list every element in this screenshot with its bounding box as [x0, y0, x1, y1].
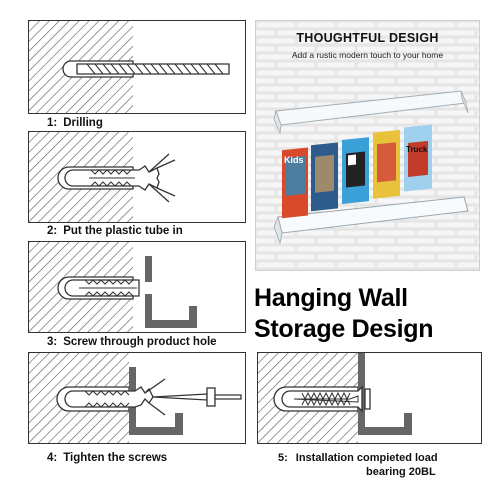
- headline: Hanging Wall Storage Design: [254, 283, 494, 345]
- step-3-panel: [28, 241, 246, 333]
- step-number: 5:: [278, 452, 288, 464]
- step-1-panel: [28, 20, 246, 114]
- drilling-illustration: [29, 21, 230, 113]
- magazine-label-kids: Kids: [284, 155, 304, 165]
- headline-line-2: Storage Design: [254, 315, 434, 343]
- step-5-panel: [257, 352, 482, 444]
- step-label: Tighten the screws: [63, 452, 168, 464]
- magazines: [282, 124, 432, 219]
- photo-subtitle: Add a rustic modern touch to your home: [291, 50, 444, 60]
- step-number: 1:: [47, 117, 58, 129]
- step-2-panel: [28, 131, 246, 223]
- step-label-line-2: bearing 20BL: [366, 466, 436, 478]
- drill-bit-icon: [76, 63, 230, 75]
- step-number: 2:: [47, 225, 58, 237]
- step-2-caption: 2: Put the plastic tube in: [47, 225, 183, 237]
- step-4-caption: 4: Tighten the screws: [47, 452, 167, 464]
- plastic-tube-illustration: [29, 132, 176, 222]
- magazine-label-truck: Truck: [406, 145, 428, 154]
- shelf-bracket-icon: [145, 256, 197, 328]
- step-5-caption: 5: Installation compieted load bearing 20…: [278, 451, 438, 479]
- step-number: 4:: [47, 452, 58, 464]
- product-hole-illustration: [29, 242, 197, 332]
- step-3-caption: 3: Screw through product hole: [47, 336, 217, 348]
- step-label-line-1: Installation compieted load: [295, 452, 438, 464]
- product-photo: THOUGHTFUL DESIGH Add a rustic modern to…: [255, 20, 480, 271]
- headline-line-1: Hanging Wall: [254, 284, 408, 312]
- upper-shelf: [273, 90, 469, 135]
- step-4-panel: [28, 352, 246, 444]
- step-label: Screw through product hole: [63, 336, 217, 348]
- brick-wall-background: [256, 21, 479, 270]
- step-1-caption: 1: Drilling: [47, 117, 103, 129]
- step-label: Drilling: [63, 117, 103, 129]
- wall-anchor-icon: [64, 153, 176, 203]
- photo-title: THOUGHTFUL DESIGH: [296, 31, 439, 45]
- step-number: 3:: [47, 336, 58, 348]
- tighten-illustration: [29, 353, 242, 443]
- installation-complete-illustration: [258, 353, 412, 443]
- lower-shelf: [273, 196, 469, 245]
- step-label: Put the plastic tube in: [63, 225, 183, 237]
- screw-icon: [152, 387, 242, 407]
